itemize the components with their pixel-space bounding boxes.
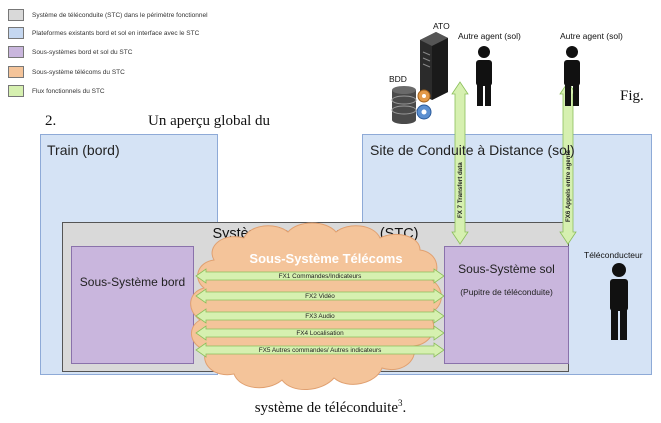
- subsystem-sol-label: Sous-Système sol: [458, 262, 555, 276]
- legend-swatch: [8, 46, 24, 58]
- flow-arrows: [195, 268, 445, 358]
- flow-label-fx1: FX1 Commandes/Indicateurs: [278, 273, 362, 280]
- bdd-label: BDD: [389, 74, 407, 84]
- telecom-subsystem-label: Sous-Système Télécoms: [249, 251, 403, 266]
- flow-label-fx3: FX3 Audio: [305, 313, 335, 320]
- figure-caption: système de téléconduite3.: [0, 398, 661, 417]
- server-icon: [420, 32, 448, 100]
- teleconducteur-label: Téléconducteur: [584, 250, 643, 260]
- legend-label: Flux fonctionnels du STC: [32, 87, 105, 95]
- person-icon: [610, 263, 628, 340]
- telecom-cloud: [190, 222, 442, 391]
- legend-label: Plateformes existants bord et sol en int…: [32, 29, 200, 37]
- subsystem-bord-box: [71, 246, 194, 364]
- caption-end: .: [402, 400, 407, 416]
- legend-label: Sous-système télécoms du STC: [32, 68, 125, 76]
- train-zone-title: Train (bord): [47, 142, 120, 158]
- flow-label-fx2: FX2 Vidéo: [305, 293, 335, 300]
- legend-item-flows: Flux fonctionnels du STC: [8, 85, 105, 97]
- legend-swatch: [8, 27, 24, 39]
- legend-swatch: [8, 66, 24, 78]
- flow-label-fx6: FX6 Appels entre agents: [565, 150, 572, 222]
- person-icon: [476, 46, 492, 106]
- person-icon: [564, 46, 580, 106]
- flow-label-fx4: FX4 Localisation: [296, 330, 344, 337]
- legend-item-telecoms: Sous-système télécoms du STC: [8, 66, 125, 78]
- flow-label-fx5: FX5 Autres commandes/ Autres indicateurs: [258, 347, 382, 354]
- legend-label: Sous-systèmes bord et sol du STC: [32, 48, 133, 56]
- footnote-ref: 3: [398, 398, 403, 408]
- list-number: 2.: [45, 113, 57, 129]
- subsystem-sol-sublabel: (Pupitre de téléconduite): [460, 287, 553, 297]
- flow-label-fx7: FX 7 Transfert data: [457, 162, 464, 218]
- agent-label-2: Autre agent (sol): [560, 31, 623, 41]
- overview-text: Un aperçu global du: [148, 113, 271, 129]
- site-zone-title: Site de Conduite à Distance (sol): [370, 142, 575, 158]
- ato-label: ATO: [433, 21, 450, 31]
- legend-label: Système de téléconduite (STC) dans le pé…: [32, 11, 208, 19]
- legend-item-stc: Système de téléconduite (STC) dans le pé…: [8, 9, 208, 21]
- legend-swatch: [8, 9, 24, 21]
- database-icon: [391, 86, 432, 124]
- subsystem-bord-label: Sous-Système bord: [79, 275, 186, 289]
- caption-text: système de téléconduite: [254, 400, 399, 416]
- legend-item-subsystems: Sous-systèmes bord et sol du STC: [8, 46, 132, 58]
- vertical-flow-arrows: [451, 81, 577, 245]
- subsystem-sol-box: [444, 246, 569, 364]
- legend-swatch: [8, 85, 24, 97]
- agent-label-1: Autre agent (sol): [458, 31, 521, 41]
- legend-item-platforms: Plateformes existants bord et sol en int…: [8, 27, 199, 39]
- fig-label: Fig.: [620, 88, 644, 104]
